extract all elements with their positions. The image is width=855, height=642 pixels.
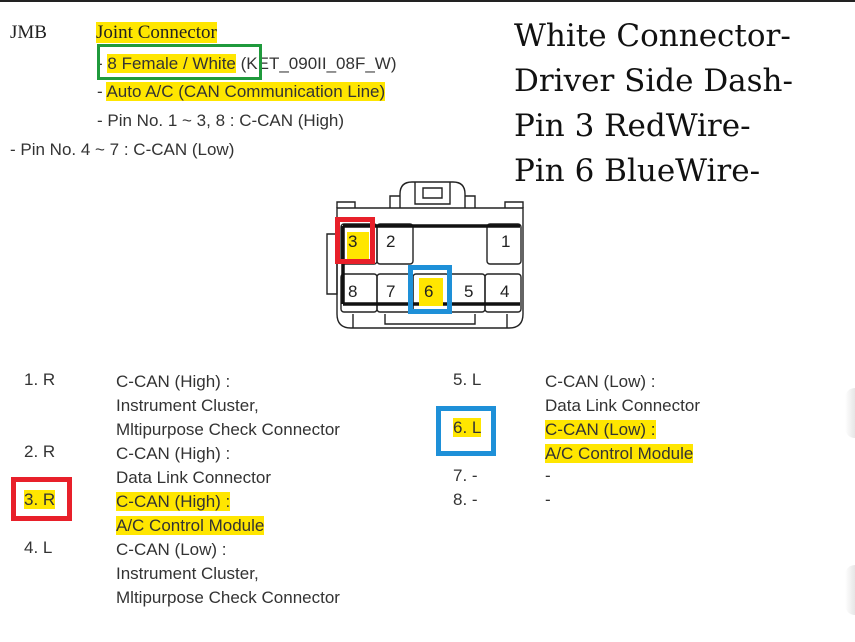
pin-4-line-2: Instrument Cluster, <box>116 564 259 583</box>
pin-6-line-2-wrap: A/C Control Module <box>545 442 694 466</box>
pin-3-desc: C-CAN (High) : A/C Control Module <box>116 490 265 538</box>
pin-label-4: 4 <box>500 282 510 301</box>
pin-6-number: 6. L <box>453 418 482 438</box>
callout-line-2: Driver Side Dash- <box>514 63 793 99</box>
blue-box-pin-6-row <box>436 406 496 456</box>
pin-1-line-3: Mltipurpose Check Connector <box>116 420 340 439</box>
pin-label-1: 1 <box>501 232 511 251</box>
blue-box-pin-6 <box>408 265 452 314</box>
pin-3-number-text: 3. R <box>24 490 56 509</box>
system-text: Auto A/C (CAN Communication Line) <box>106 82 386 101</box>
pin-label-5: 5 <box>464 282 474 301</box>
connector-spec: - 8 Female / White (KET_090II_08F_W) <box>97 54 397 74</box>
pin-1-number: 1. R <box>24 370 56 389</box>
pin-3-number: 3. R <box>24 490 56 510</box>
pin-6-desc: C-CAN (Low) : A/C Control Module <box>545 418 694 466</box>
pin-6-number-text: 6. L <box>453 418 482 437</box>
pin-6-line-1: C-CAN (Low) : <box>545 420 656 439</box>
pin-4-line-3: Mltipurpose Check Connector <box>116 588 340 607</box>
system-prefix: - <box>97 82 107 101</box>
pin-2-desc: C-CAN (High) : Data Link Connector <box>116 442 271 490</box>
callout-line-1: White Connector- <box>514 18 791 54</box>
pin-1-line-2: Instrument Cluster, <box>116 396 259 415</box>
pin-label-7: 7 <box>386 282 396 301</box>
connector-name: Joint Connector <box>96 22 217 44</box>
pin-7-number: 7. - <box>453 466 478 485</box>
pin-3-line-2-wrap: A/C Control Module <box>116 514 265 538</box>
top-border <box>0 0 855 2</box>
pin-6-line-2: A/C Control Module <box>545 444 694 463</box>
red-box-pin-3-row <box>11 477 72 521</box>
pin-2-line-1: C-CAN (High) : <box>116 444 231 463</box>
pin-1-line-1: C-CAN (High) : <box>116 372 231 391</box>
pin-1-desc: C-CAN (High) : Instrument Cluster, Mltip… <box>116 370 340 442</box>
spec-highlight: 8 Female / White <box>107 54 236 73</box>
pin-4-number: 4. L <box>24 538 53 557</box>
pin-label-2: 2 <box>386 232 396 251</box>
pin-5-line-2: Data Link Connector <box>545 396 700 415</box>
pin-label-8: 8 <box>348 282 358 301</box>
system-line: - Auto A/C (CAN Communication Line) <box>97 82 386 102</box>
high-pins-line: - Pin No. 1 ~ 3, 8 : C-CAN (High) <box>97 111 345 130</box>
pin-7-desc: - <box>545 466 551 485</box>
callout-line-4: Pin 6 BlueWire- <box>514 153 761 189</box>
low-pins-line: - Pin No. 4 ~ 7 : C-CAN (Low) <box>10 140 235 159</box>
edge-tab-lower <box>845 565 855 615</box>
pin-8-number: 8. - <box>453 490 478 509</box>
pin-3-line-2: A/C Control Module <box>116 516 265 535</box>
pin-label-3: 3 <box>348 232 358 251</box>
pin-3-line-1-wrap: C-CAN (High) : <box>116 490 264 514</box>
pin-3-line-1: C-CAN (High) : <box>116 492 231 511</box>
red-box-pin-3 <box>335 217 375 264</box>
pin-label-6: 6 <box>424 282 434 301</box>
pin-8-desc: - <box>545 490 551 509</box>
pin-5-desc: C-CAN (Low) : Data Link Connector <box>545 370 700 418</box>
callout-line-3: Pin 3 RedWire- <box>514 108 751 144</box>
pin-2-line-2: Data Link Connector <box>116 468 271 487</box>
pin-5-number: 5. L <box>453 370 482 389</box>
green-highlight-box <box>97 44 262 80</box>
pin-2-number: 2. R <box>24 442 56 461</box>
pin-6-line-1-wrap: C-CAN (Low) : <box>545 418 693 442</box>
spec-suffix: (KET_090II_08F_W) <box>235 54 397 73</box>
pin-4-desc: C-CAN (Low) : Instrument Cluster, Mltipu… <box>116 538 340 610</box>
edge-tab-upper <box>845 388 855 438</box>
pin-5-line-1: C-CAN (Low) : <box>545 372 656 391</box>
connector-name-text: Joint Connector <box>96 22 217 43</box>
pin-4-line-1: C-CAN (Low) : <box>116 540 227 559</box>
connector-code: JMB <box>10 22 47 43</box>
